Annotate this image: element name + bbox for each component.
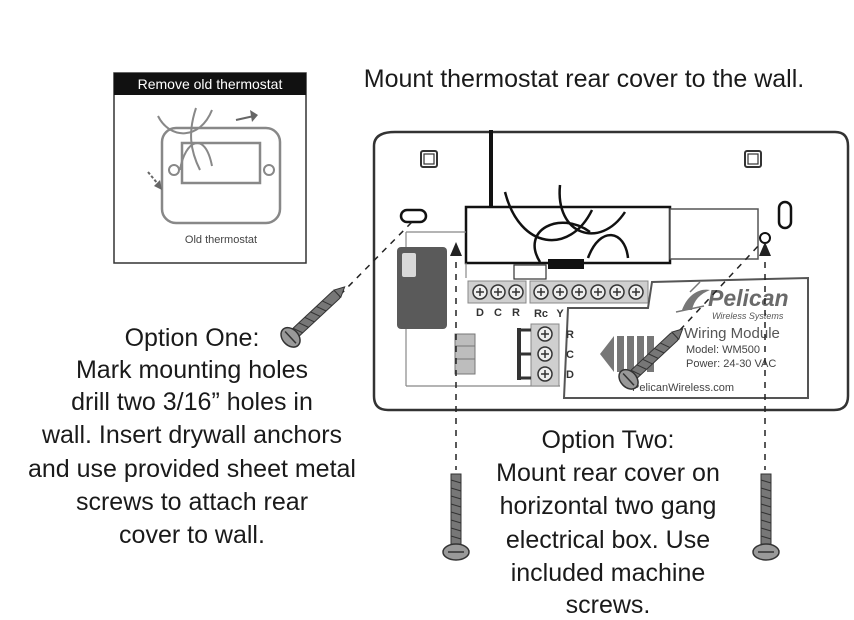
guide-lines [339, 221, 766, 470]
option-two-line: Option Two: [542, 426, 675, 454]
module-model: Model: WM500 [686, 344, 760, 356]
terminal-screw-icon [490, 284, 506, 300]
terminal-screw-icon [472, 284, 488, 300]
option-two-line: electrical box. Use [506, 526, 710, 554]
machine-screw-icon [442, 473, 470, 561]
main-title: Mount thermostat rear cover to the wall. [364, 65, 804, 93]
left-module [397, 247, 476, 375]
terminal-screw-icon [537, 366, 553, 382]
brand-name: Pelican [708, 285, 789, 311]
terminal-screw-icon [628, 284, 644, 300]
side-terminal-label-d: D [566, 369, 574, 381]
terminal-strip-left: D C R [467, 280, 527, 319]
option-one-line: Option One: [125, 324, 260, 352]
terminal-screw-icon [537, 326, 553, 342]
arrowhead-icon [759, 242, 771, 256]
brand-subtitle: Wireless Systems [712, 311, 784, 321]
side-terminal-label-c: C [566, 349, 574, 361]
option-one-line: screws to attach rear [76, 488, 308, 516]
wiring-module-plate: R C D Pelican Wireless Systems Wiring Mo… [517, 276, 809, 399]
option-two-line: screws. [566, 591, 651, 619]
inset-caption: Old thermostat [185, 234, 257, 246]
option-one-line: Mark mounting holes [76, 356, 308, 384]
left-mounting-slot [399, 208, 428, 224]
terminal-label-rc: Rc [534, 308, 548, 320]
option-two-line: included machine [511, 559, 706, 587]
option-two-line: horizontal two gang [500, 492, 717, 520]
side-terminal-label-r: R [566, 329, 574, 341]
module-url: PelicanWireless.com [632, 382, 734, 394]
option-one-line: drill two 3/16” holes in [71, 388, 313, 416]
terminal-screw-icon [533, 284, 549, 300]
module-power: Power: 24-30 VAC [686, 358, 776, 370]
option-one-text: Option One: Mark mounting holes drill tw… [28, 324, 356, 549]
option-one-line: cover to wall. [119, 521, 265, 549]
option-one-line: and use provided sheet metal [28, 455, 356, 483]
terminal-screw-icon [508, 284, 524, 300]
option-one-line: wall. Insert drywall anchors [41, 421, 342, 449]
terminal-label-r: R [512, 307, 520, 319]
pelican-logo-icon [675, 281, 710, 313]
terminal-label-y: Y [556, 308, 564, 320]
terminal-screw-icon [537, 346, 553, 362]
sheet-metal-screw-icon [618, 328, 684, 390]
terminal-label-c: C [494, 307, 502, 319]
option-two-line: Mount rear cover on [496, 459, 720, 487]
terminal-screw-icon [590, 284, 606, 300]
old-thermostat-inset: Remove old thermostat Old thermostat [113, 72, 307, 264]
right-mounting-slot [777, 200, 793, 230]
sheet-metal-screw-icon [280, 286, 346, 348]
machine-screw-icon [752, 473, 780, 561]
terminal-screw-icon [571, 284, 587, 300]
terminal-screw-icon [552, 284, 568, 300]
arrowhead-icon [450, 242, 462, 256]
inset-title: Remove old thermostat [138, 76, 283, 92]
module-name: Wiring Module [684, 325, 780, 342]
terminal-screw-icon [609, 284, 625, 300]
terminal-label-d: D [476, 307, 484, 319]
option-two-text: Option Two: Mount rear cover on horizont… [496, 426, 720, 619]
